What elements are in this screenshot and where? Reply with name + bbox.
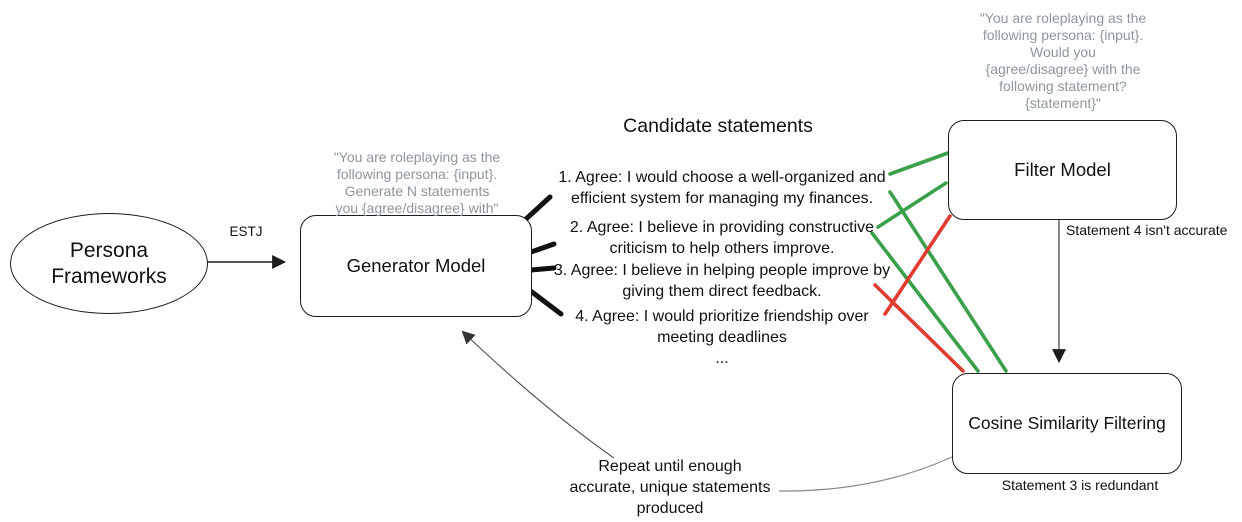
edge-generator-statement2 [528,241,557,255]
edge-generator-statement4 [525,286,564,317]
cosine-similarity-node: Cosine Similarity Filtering [952,373,1182,474]
cosine-similarity-label: Cosine Similarity Filtering [968,413,1166,433]
persona-frameworks-label: Persona Frameworks [51,238,167,288]
candidate-statement-2: 2. Agree: I believe in providing constru… [569,219,875,257]
candidate-statements-ellipsis: ... [715,350,729,367]
edge-statement3-cosine-reject [873,283,965,373]
edge-statement2-cosine-accept [870,231,980,373]
repeat-loop-note: Repeat until enough accurate, unique sta… [569,458,771,517]
cosine-reject-note: Statement 3 is redundant [1001,477,1159,493]
candidate-statement-1: 1. Agree: I would choose a well-organize… [558,169,886,207]
edge-generator-statement3 [528,265,557,273]
candidate-statement-4: 4. Agree: I would prioritize friendship … [575,308,869,346]
candidate-statements-title: Candidate statements [623,115,813,137]
edge-filter-statement4-reject [883,214,952,316]
edge-statement1-filter-accept [888,151,950,176]
edge-repeat-to-generator [461,330,615,459]
filter-reject-note: Statement 4 isn't accurate [1066,222,1228,238]
filter-model-node: Filter Model [948,120,1177,220]
estj-edge-label: ESTJ [229,224,263,239]
generator-model-label: Generator Model [346,255,486,276]
edge-generator-statement1 [523,194,553,222]
edge-cosine-to-repeat-note [778,456,953,492]
candidate-statement-3: 3. Agree: I believe in helping people im… [553,262,891,300]
edge-statement2-filter-accept [876,181,948,229]
generator-model-node: Generator Model [300,215,532,317]
filter-model-label: Filter Model [1014,159,1111,180]
filter-prompt-text: "You are roleplaying as the following pe… [979,10,1147,111]
edge-statement1-cosine-accept [888,190,1008,373]
generator-prompt-lines: "You are roleplaying as the following pe… [333,149,501,216]
persona-frameworks-node: Persona Frameworks [10,213,208,314]
generator-prompt-text: "You are roleplaying as the following pe… [297,132,537,217]
